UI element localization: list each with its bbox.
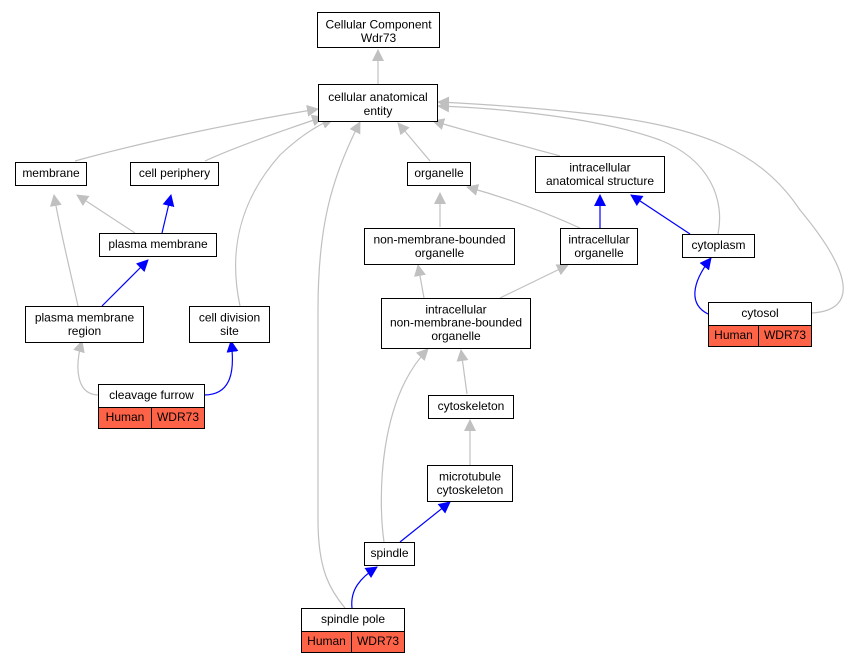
svg-text:intracellular: intracellular: [569, 161, 630, 175]
node-intracellular-anatomical-structure[interactable]: intracellular anatomical structure: [535, 156, 665, 193]
gene-label: WDR73: [157, 410, 199, 424]
svg-text:Cellular Component: Cellular Component: [325, 18, 432, 32]
node-membrane[interactable]: membrane: [15, 162, 87, 186]
edge-spindle-to-mtcs: [399, 501, 451, 543]
edge-pm-to-cellper: [161, 194, 175, 234]
svg-text:cleavage furrow: cleavage furrow: [109, 388, 194, 402]
edge-inmbo-to-io: [499, 264, 569, 299]
node-cytosol[interactable]: cytosol: [708, 302, 812, 326]
annotation-cytosol: Human WDR73: [708, 325, 812, 347]
svg-text:plasma membrane: plasma membrane: [35, 311, 135, 325]
svg-text:cell division: cell division: [199, 311, 260, 325]
node-intracellular-organelle[interactable]: intracellular organelle: [560, 228, 638, 265]
gene-label: WDR73: [764, 328, 806, 342]
node-cleavage-furrow[interactable]: cleavage furrow: [98, 384, 205, 408]
edge-cleavage-to-pmr: [73, 340, 100, 396]
edge-ias-to-cae: [432, 118, 561, 157]
edge-spole-to-cae: [317, 121, 361, 609]
svg-text:membrane: membrane: [22, 166, 80, 180]
gene-label: WDR73: [357, 634, 399, 648]
node-cell-periphery[interactable]: cell periphery: [130, 162, 219, 186]
edge-cellper-to-cae: [204, 114, 324, 162]
edge-cytosol-to-cae: [437, 96, 844, 314]
svg-text:organelle: organelle: [431, 329, 481, 343]
svg-text:organelle: organelle: [415, 246, 465, 260]
svg-text:anatomical structure: anatomical structure: [546, 174, 654, 188]
edge-membrane-to-cae: [74, 104, 319, 162]
svg-text:cytoskeleton: cytoskeleton: [438, 399, 505, 413]
svg-text:plasma membrane: plasma membrane: [108, 237, 208, 251]
edge-pmr-to-membrane: [49, 194, 79, 307]
svg-text:spindle pole: spindle pole: [321, 612, 385, 626]
species-label: Human: [106, 410, 145, 424]
edge-organelle-to-cae: [397, 122, 431, 162]
svg-text:cellular anatomical: cellular anatomical: [328, 90, 427, 104]
svg-text:microtubule: microtubule: [439, 470, 501, 484]
node-plasma-membrane[interactable]: plasma membrane: [99, 233, 217, 257]
node-cell-division-site[interactable]: cell division site: [189, 306, 270, 343]
svg-text:cell periphery: cell periphery: [139, 166, 210, 180]
edge-inmbo-to-nmbo: [414, 264, 426, 299]
edge-spindle-to-inmbo: [380, 348, 429, 543]
node-cellular-anatomical-entity[interactable]: cellular anatomical entity: [318, 84, 438, 122]
svg-text:site: site: [220, 324, 239, 338]
svg-text:Wdr73: Wdr73: [361, 31, 397, 45]
species-label: Human: [307, 634, 346, 648]
svg-text:organelle: organelle: [414, 166, 464, 180]
edge-spole-to-spindle: [351, 566, 378, 609]
edge-cytoskel-to-inmbo: [456, 349, 469, 395]
node-organelle[interactable]: organelle: [407, 162, 471, 186]
svg-text:non-membrane-bounded: non-membrane-bounded: [373, 233, 505, 247]
edge-pmr-to-pm: [101, 259, 149, 307]
svg-text:entity: entity: [364, 104, 393, 118]
edge-cytoplasm-to-ias: [630, 194, 691, 235]
edge-cleavage-to-cds: [203, 340, 239, 396]
node-cytoskeleton[interactable]: cytoskeleton: [428, 395, 514, 419]
node-microtubule-cytoskeleton[interactable]: microtubule cytoskeleton: [427, 465, 513, 502]
node-spindle-pole[interactable]: spindle pole: [301, 608, 405, 632]
node-non-membrane-bounded-organelle[interactable]: non-membrane-bounded organelle: [364, 228, 515, 265]
node-cytoplasm[interactable]: cytoplasm: [682, 234, 755, 258]
annotation-spindle-pole: Human WDR73: [301, 631, 405, 653]
svg-text:organelle: organelle: [574, 246, 624, 260]
annotation-cleavage-furrow: Human WDR73: [98, 407, 205, 429]
node-intracellular-non-membrane-bounded-organelle[interactable]: intracellular non-membrane-bounded organ…: [381, 298, 531, 349]
svg-text:non-membrane-bounded: non-membrane-bounded: [390, 316, 522, 330]
edge-cds-to-cae: [234, 117, 334, 307]
svg-text:region: region: [68, 324, 101, 338]
species-label: Human: [714, 328, 753, 342]
svg-text:intracellular: intracellular: [425, 303, 486, 317]
edge-pm-to-membrane: [76, 194, 136, 234]
node-cellular-component-wdr73[interactable]: Cellular Component Wdr73: [317, 12, 440, 48]
node-spindle[interactable]: spindle: [364, 542, 415, 566]
svg-text:intracellular: intracellular: [568, 233, 629, 247]
svg-text:cytosol: cytosol: [741, 306, 778, 320]
edge-cytoplasm-to-cae: [437, 100, 721, 235]
edge-cytosol-to-cytoplasm: [694, 257, 712, 315]
svg-text:cytoskeleton: cytoskeleton: [437, 483, 504, 497]
svg-text:spindle: spindle: [370, 546, 408, 560]
svg-text:cytoplasm: cytoplasm: [691, 238, 745, 252]
edge-io-to-organelle: [466, 184, 581, 229]
node-plasma-membrane-region[interactable]: plasma membrane region: [25, 306, 144, 343]
